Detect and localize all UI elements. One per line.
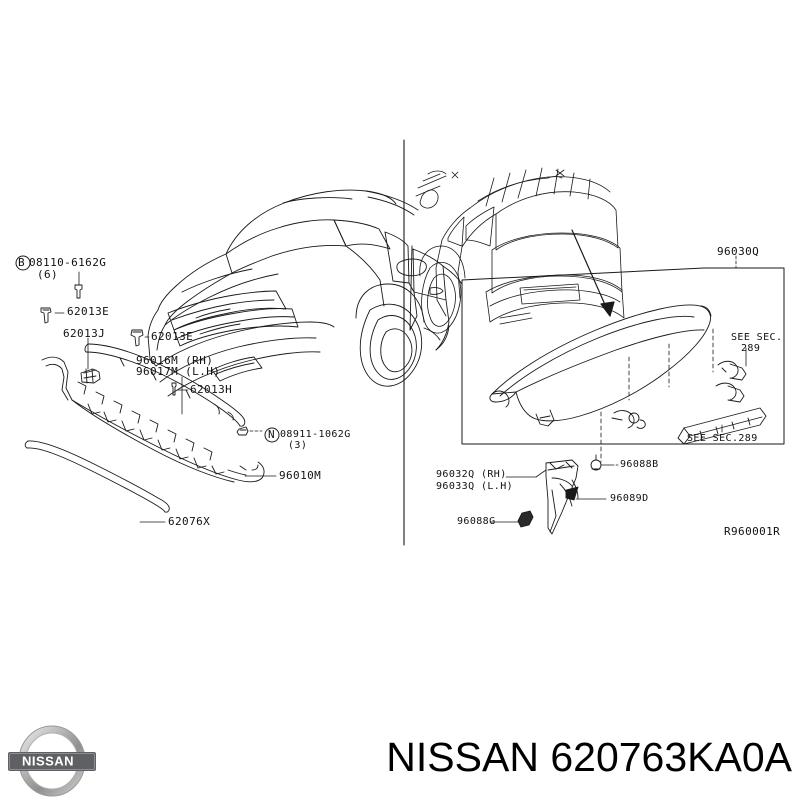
callout-circle-b: [15, 255, 31, 271]
label-see-sec-289-a: SEE SEC.: [731, 332, 783, 343]
label-62013e-lower: 62013E: [151, 330, 194, 343]
part-08911-nut: [236, 426, 249, 436]
label-08110-quantity: (6): [37, 268, 59, 281]
label-08911-1062g: 08911-1062G: [280, 429, 351, 440]
part-62013h-pin: [171, 382, 177, 396]
label-drawing-code: R960001R: [724, 525, 781, 538]
spoiler-mount-dashed: [600, 328, 714, 463]
part-96016m-finisher: [84, 343, 246, 427]
diagram-artwork: [15, 139, 785, 546]
leader-lines-left: [54, 271, 277, 523]
footer-part-title: NISSAN 620763KA0A: [386, 734, 792, 780]
part-96010m-reinforcement: [41, 356, 265, 483]
part-08110-screw: [74, 284, 83, 299]
leader-lines-right: [489, 255, 747, 523]
label-see-sec-289-c: SEE SEC.289: [687, 433, 758, 444]
callout-arrow: [571, 229, 615, 317]
part-96088b-clip: [590, 454, 602, 471]
label-96088g: 96088G: [457, 516, 496, 527]
part-96030q-spoiler: [489, 304, 712, 427]
callout-letter-n: N: [268, 428, 276, 441]
parts-box-outline: [461, 267, 785, 445]
label-96030q: 96030Q: [717, 245, 760, 258]
part-96088g-grommet: [517, 510, 534, 528]
part-96089d-tab: [565, 486, 579, 501]
vehicle-rear-illustration: [415, 167, 625, 334]
part-62013e-upper-clip: [40, 307, 52, 324]
part-62076x-moulding: [24, 440, 170, 513]
callout-circle-n: [264, 427, 280, 443]
label-62076x: 62076X: [168, 515, 211, 528]
callout-letter-b: B: [18, 256, 26, 269]
part-62013e-lower-clip: [130, 329, 144, 347]
label-96089d: 96089D: [610, 493, 649, 504]
label-62013h: 62013H: [190, 383, 233, 396]
part-62013j-clip: [80, 368, 101, 384]
label-08911-quantity: (3): [288, 440, 308, 451]
part-seal-strip: [677, 407, 767, 445]
label-62013e-upper: 62013E: [67, 305, 110, 318]
label-see-sec-289-b: 289: [741, 343, 761, 354]
footer-banner: NISSAN NISSAN 620763KA0A: [0, 720, 800, 800]
label-96016m-rh: 96016M (RH): [136, 354, 214, 367]
label-08110-6162g: 08110-6162G: [29, 256, 107, 269]
label-96017m-lh: 96017M (L.H): [136, 365, 221, 378]
label-96010m: 96010M: [279, 469, 322, 482]
nissan-logo: [8, 725, 96, 797]
label-96088b: 96088B: [620, 459, 659, 470]
vehicle-front-illustration: [147, 189, 463, 397]
nissan-logo-text: NISSAN: [21, 753, 75, 769]
part-harness-clip: [715, 360, 747, 403]
label-62013j: 62013J: [63, 327, 106, 340]
label-96033q-lh: 96033Q (L.H): [436, 481, 514, 492]
part-stud-assembly: [611, 410, 646, 429]
label-96032q-rh: 96032Q (RH): [436, 469, 507, 480]
